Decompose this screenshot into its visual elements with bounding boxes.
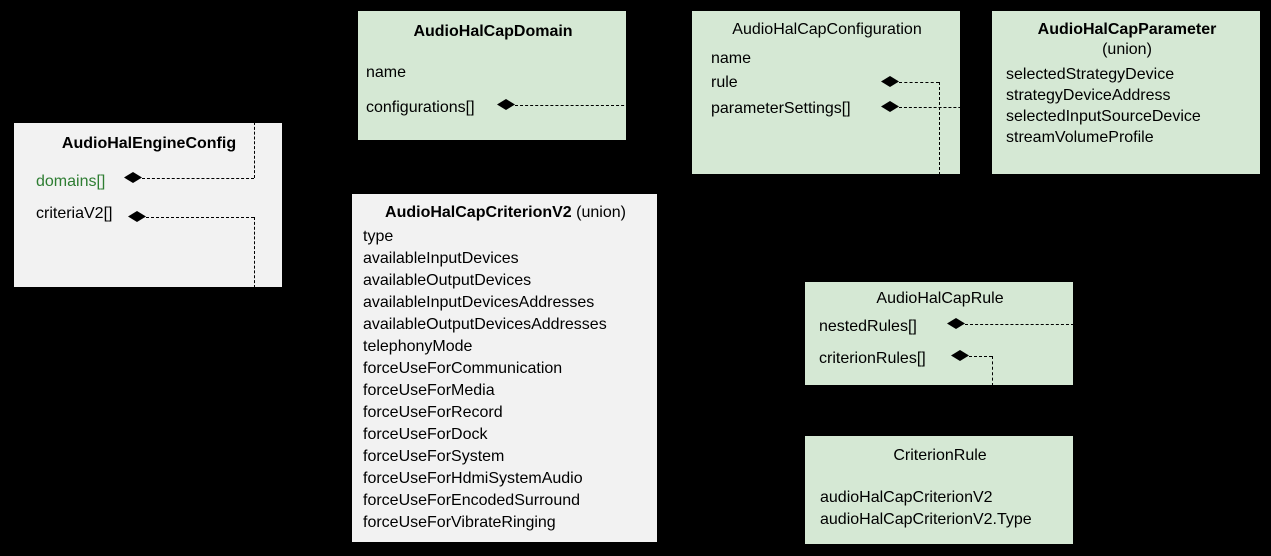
attribute-audio-hal-cap-criterion-v2: audioHalCapCriterionV2 [820, 489, 993, 506]
composition-diamond-parameter-settings [881, 101, 899, 112]
class-box-audio-hal-engine-config[interactable]: AudioHalEngineConfig domains[] criteriaV… [13, 122, 283, 288]
edge-rule-horizontal [899, 82, 939, 83]
class-box-audio-hal-cap-configuration[interactable]: AudioHalCapConfiguration name rule param… [691, 10, 961, 175]
attribute-force-use-for-communication: forceUseForCommunication [363, 360, 563, 377]
attribute-available-input-devices-addresses: availableInputDevicesAddresses [363, 294, 595, 311]
attribute-available-output-devices-addresses: availableOutputDevicesAddresses [363, 316, 607, 333]
attribute-audio-hal-cap-criterion-v2-type: audioHalCapCriterionV2.Type [820, 511, 1032, 528]
composition-diamond-domains [124, 172, 142, 183]
class-subtitle-audio-hal-cap-criterion-v2: (union) [576, 204, 626, 221]
attribute-domain-name: name [366, 64, 407, 81]
attribute-available-output-devices: availableOutputDevices [363, 272, 532, 289]
composition-diamond-nested-rules [947, 318, 965, 329]
attribute-available-input-devices: availableInputDevices [363, 250, 519, 267]
class-box-audio-hal-cap-domain[interactable]: AudioHalCapDomain name configurations[] [357, 10, 627, 141]
composition-diamond-criteria-v2 [128, 211, 146, 222]
attribute-rule: rule [711, 74, 738, 91]
composition-diamond-rule [881, 76, 899, 87]
edge-criteria-v2-vertical [254, 217, 255, 288]
attribute-strategy-device-address: strategyDeviceAddress [1006, 87, 1171, 104]
attribute-criterion-type: type [363, 228, 394, 245]
attribute-nested-rules: nestedRules[] [819, 318, 917, 335]
attribute-force-use-for-record: forceUseForRecord [363, 404, 503, 421]
edge-criteria-v2-horizontal [146, 217, 254, 218]
attribute-configurations: configurations[] [366, 99, 475, 116]
edge-domains-vertical [254, 122, 255, 178]
class-title-audio-hal-cap-rule: AudioHalCapRule [876, 290, 1004, 307]
attribute-configuration-name: name [711, 50, 752, 67]
class-box-audio-hal-cap-parameter[interactable]: AudioHalCapParameter (union) selectedStr… [991, 10, 1261, 175]
attribute-stream-volume-profile: streamVolumeProfile [1006, 129, 1154, 146]
edge-rule-vertical [939, 82, 940, 175]
attribute-force-use-for-media: forceUseForMedia [363, 382, 495, 399]
attribute-force-use-for-hdmi-system-audio: forceUseForHdmiSystemAudio [363, 470, 583, 487]
class-box-criterion-rule[interactable]: CriterionRule audioHalCapCriterionV2 aud… [804, 435, 1074, 545]
attribute-parameter-settings: parameterSettings[] [711, 100, 851, 117]
class-title-audio-hal-cap-domain: AudioHalCapDomain [413, 23, 573, 40]
class-box-audio-hal-cap-criterion-v2[interactable]: AudioHalCapCriterionV2 (union) type avai… [351, 193, 658, 543]
class-title-audio-hal-cap-criterion-v2: AudioHalCapCriterionV2 [385, 204, 572, 221]
edge-criterion-rules-horizontal [969, 356, 992, 357]
edge-criterion-rules-vertical [992, 356, 993, 386]
class-box-audio-hal-cap-rule[interactable]: AudioHalCapRule nestedRules[] criterionR… [804, 281, 1074, 386]
class-title-row-audio-hal-cap-criterion-v2: AudioHalCapCriterionV2 (union) [352, 203, 657, 223]
composition-diamond-criterion-rules [951, 350, 969, 361]
edge-domains-horizontal [142, 178, 254, 179]
class-subtitle-audio-hal-cap-parameter: (union) [1102, 41, 1152, 58]
edge-parameter-settings-horizontal [899, 107, 991, 108]
class-title-audio-hal-cap-configuration: AudioHalCapConfiguration [732, 21, 922, 38]
attribute-selected-strategy-device: selectedStrategyDevice [1006, 66, 1175, 83]
attribute-force-use-for-encoded-surround: forceUseForEncodedSurround [363, 492, 581, 509]
edge-nested-rules-horizontal [965, 324, 1074, 325]
class-title-audio-hal-cap-parameter: AudioHalCapParameter [1037, 21, 1217, 38]
attribute-force-use-for-system: forceUseForSystem [363, 448, 505, 465]
attribute-domains: domains[] [36, 173, 106, 190]
class-title-audio-hal-engine-config: AudioHalEngineConfig [61, 135, 237, 152]
attribute-selected-input-source-device: selectedInputSourceDevice [1006, 108, 1201, 125]
attribute-criteria-v2: criteriaV2[] [36, 205, 113, 222]
attribute-telephony-mode: telephonyMode [363, 338, 473, 355]
edge-configurations-horizontal [515, 105, 710, 106]
attribute-force-use-for-vibrate-ringing: forceUseForVibrateRinging [363, 514, 556, 531]
composition-diamond-configurations [497, 99, 515, 110]
attribute-force-use-for-dock: forceUseForDock [363, 426, 488, 443]
class-title-criterion-rule: CriterionRule [893, 447, 987, 464]
attribute-criterion-rules: criterionRules[] [819, 350, 926, 367]
